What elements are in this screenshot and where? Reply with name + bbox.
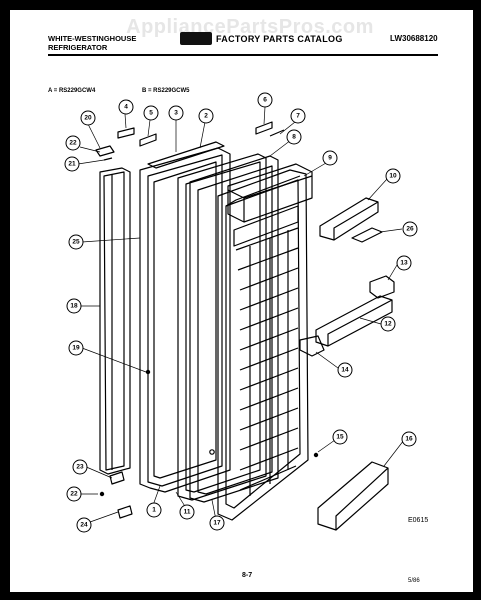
svg-text:21: 21 [68,161,76,168]
callout-7: 7 [290,108,306,124]
svg-text:1: 1 [152,507,156,514]
callout-5: 5 [143,105,159,121]
svg-text:13: 13 [400,260,408,267]
date-code: 5/86 [408,578,420,584]
catalog-title: FACTORY PARTS CATALOG [216,34,343,44]
callout-1: 1 [146,502,162,518]
svg-text:22: 22 [70,491,78,498]
part-4-cap [117,127,135,139]
door-liner-with-shelves [217,169,309,521]
door-shelf-bar-12 [315,295,393,347]
bottom-door-bin [317,461,389,531]
model-b-label: B = RS229GCW5 [142,88,190,94]
callout-13: 13 [396,255,412,271]
svg-text:24: 24 [80,522,88,529]
svg-text:8: 8 [292,134,296,141]
svg-text:25: 25 [72,239,80,246]
callout-22-top: 22 [65,135,81,151]
callout-23: 23 [72,459,88,475]
callout-25: 25 [68,234,84,250]
door-shelf-bin-10 [319,197,379,241]
callout-15: 15 [332,429,348,445]
hinge-part-21 [103,157,113,161]
svg-text:4: 4 [124,104,128,111]
shelf-retainer-clip [369,275,395,299]
callout-8: 8 [286,129,302,145]
svg-text:5: 5 [149,110,153,117]
svg-text:11: 11 [184,509,191,516]
svg-text:22: 22 [69,140,77,147]
part-5-cap [139,133,157,147]
callout-17: 17 [209,515,225,531]
callout-22-bottom: 22 [66,486,82,502]
header-rule [48,54,438,56]
svg-text:19: 19 [72,345,80,352]
parts-catalog-page: AppliancePartsPros.com WHITE-WESTINGHOUS… [10,10,473,592]
model-a-label: A = RS229GCW4 [48,88,96,94]
outer-door-panel [139,147,231,493]
callout-11: 11 [179,504,195,520]
figure-code: E0615 [408,517,429,524]
callout-2: 2 [198,108,214,124]
part-6-cap [255,121,273,135]
callout-24: 24 [76,517,92,533]
svg-text:9: 9 [328,155,332,162]
svg-text:20: 20 [84,115,92,122]
svg-text:12: 12 [384,321,392,328]
door-gasket-strip [99,167,131,475]
svg-text:2: 2 [204,113,208,120]
callout-18: 18 [66,298,82,314]
callout-14: 14 [337,362,353,378]
screw-15 [313,452,319,458]
hinge-part-20 [95,145,115,157]
inner-door-liner [189,155,279,503]
svg-text:18: 18 [70,303,78,310]
brand-line-2: REFRIGERATOR [48,43,108,52]
part-7-screw [269,129,285,137]
callout-6: 6 [257,92,273,108]
svg-text:17: 17 [213,520,221,527]
shelf-end-cap [299,335,325,357]
svg-text:10: 10 [389,173,397,180]
butter-tray [351,227,383,243]
callout-3: 3 [168,105,184,121]
svg-text:14: 14 [341,367,349,374]
door-frame [177,153,267,501]
callout-19: 19 [68,340,84,356]
callout-16: 16 [401,431,417,447]
dairy-compartment [227,163,313,223]
screw-22 [99,491,105,497]
page-number: 8-7 [242,572,253,579]
svg-text:3: 3 [174,110,178,117]
brand-logo [180,32,212,45]
callout-9: 9 [322,150,338,166]
callout-4: 4 [118,99,134,115]
callout-26: 26 [402,221,418,237]
catalog-number: LW30688120 [390,34,438,43]
callout-21: 21 [64,156,80,172]
svg-text:15: 15 [336,434,344,441]
hinge-pin-17 [209,449,215,455]
callout-12: 12 [380,316,396,332]
callout-20: 20 [80,110,96,126]
hinge-part-24 [117,505,133,519]
svg-text:26: 26 [406,226,414,233]
brand-line-1: WHITE-WESTINGHOUSE [48,34,137,43]
svg-text:23: 23 [76,464,84,471]
svg-text:16: 16 [405,436,413,443]
door-top-cap [147,141,225,169]
hinge-part-23 [109,471,125,485]
screw-19 [145,369,151,375]
svg-text:7: 7 [296,113,300,120]
callout-10: 10 [385,168,401,184]
svg-text:6: 6 [263,97,267,104]
